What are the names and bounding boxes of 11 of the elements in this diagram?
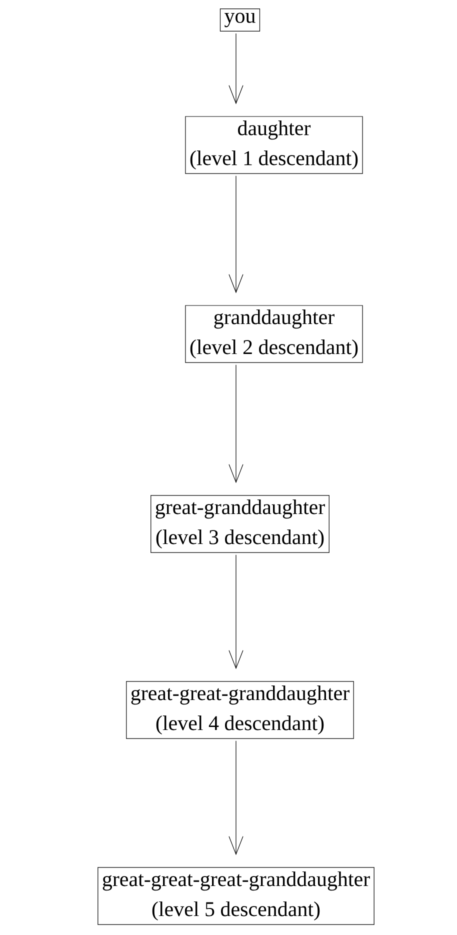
text-box: great-granddaughter (level 3 descendant) (150, 495, 330, 553)
arrow (228, 364, 244, 484)
text-box: you (220, 8, 260, 32)
arrow (228, 176, 244, 294)
text-box: great-great-great-granddaughter (level 5 descendant) (98, 867, 374, 925)
arrow (228, 740, 244, 856)
text-box: granddaughter (level 2 descendant) (185, 305, 363, 363)
arrow (228, 554, 244, 670)
text-box: daughter (level 1 descendant) (185, 116, 363, 174)
text-box: great-great-granddaughter (level 4 descendant) (126, 681, 354, 739)
arrow (228, 33, 244, 104)
